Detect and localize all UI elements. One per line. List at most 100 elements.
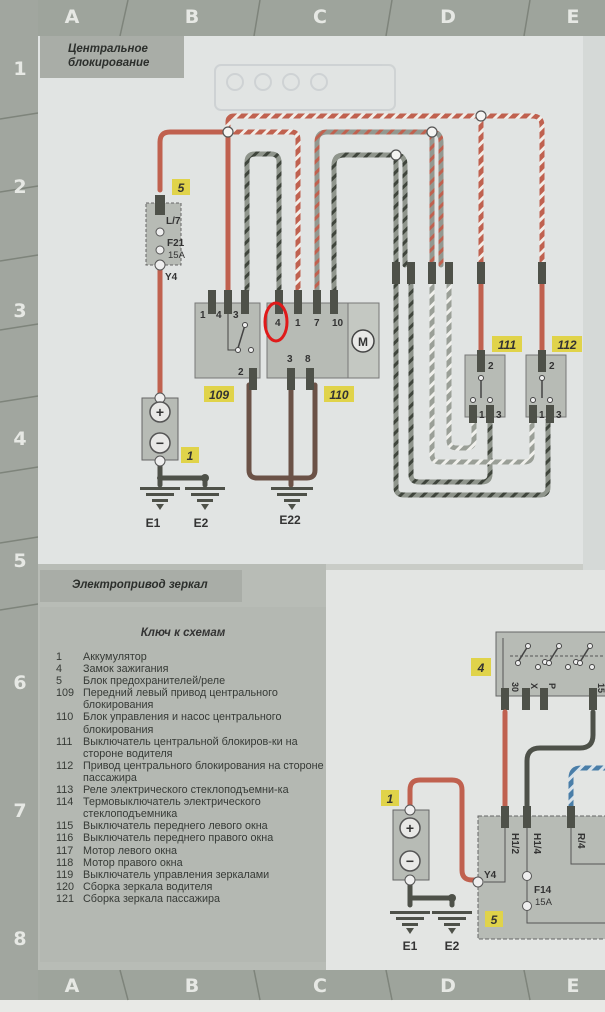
- wire-red-white-top-bus: [225, 113, 545, 268]
- column-label-a: A: [64, 6, 80, 28]
- fuse-f14-name: F14: [534, 885, 552, 896]
- wire-red-battery-to-y4: [407, 777, 481, 883]
- row-label-4: 4: [13, 428, 27, 450]
- label-badge-109: [204, 386, 234, 402]
- key-item-text: Блок управления и насос центрального бло…: [83, 711, 282, 736]
- connector-stubs-top: [392, 262, 546, 284]
- column-dividers: [119, 0, 531, 1001]
- svg-text:1: 1: [539, 410, 545, 421]
- row-label-3: 3: [13, 300, 27, 322]
- row-label-5: 5: [13, 550, 27, 572]
- wire-dark-loop-109-110: [244, 151, 282, 293]
- row-label-1: 1: [13, 58, 27, 80]
- key-item-number: 121: [56, 892, 75, 905]
- key-item-text: Мотор правого окна: [83, 856, 183, 869]
- key-item-text: Аккумулятор: [83, 651, 147, 663]
- ground-symbols-bottom: [390, 894, 472, 934]
- battery-minus-icon: [149, 432, 171, 454]
- section-title-mirrors-text: Электропривод зеркал: [72, 579, 208, 591]
- key-item-number: 4: [56, 663, 63, 676]
- column-label-b: B: [184, 6, 200, 28]
- key-item-text: Сборка зеркала водителя: [83, 880, 213, 893]
- row-label-6: 6: [13, 672, 27, 694]
- label-badge-5-bottom: [485, 911, 503, 927]
- label-112: 112: [557, 338, 576, 352]
- key-item-text: Выключатель управления зеркалами: [83, 868, 270, 881]
- svg-text:2: 2: [549, 361, 555, 372]
- battery-bottom: + − 1: [381, 790, 430, 886]
- highlight-ring-pin4: [263, 301, 289, 343]
- key-item-number: 115: [56, 820, 74, 833]
- ground-icon-e2-bottom: [432, 911, 472, 934]
- key-item: 4 Замок зажигания: [56, 663, 324, 675]
- label-109: 109: [209, 388, 229, 402]
- column-label-e: E: [566, 6, 580, 28]
- section-title-line2: блокирование: [68, 57, 150, 69]
- wires-top: [157, 113, 551, 498]
- frame-bottom-margin: [0, 1000, 605, 1012]
- svg-text:1: 1: [200, 310, 206, 321]
- label-1-bottom: 1: [387, 792, 394, 806]
- svg-text:4: 4: [275, 318, 281, 329]
- column-label-a-bottom: A: [64, 975, 80, 997]
- column-label-c-bottom: C: [313, 975, 327, 997]
- column-label-e-bottom: E: [566, 975, 580, 997]
- fuse-box-bottom: H1/2 H1/4 R/4 Y4 F14 15A 5: [472, 806, 605, 940]
- wire-red-fuse-feed: [157, 129, 231, 193]
- key-item-number: 111: [56, 735, 73, 748]
- fuse-terminal-bottom: Y4: [165, 272, 178, 283]
- battery-minus-icon-bottom: [399, 850, 421, 872]
- section-title-line1: Центральное: [68, 43, 148, 55]
- actuator-109: 1 4 3 2 109: [194, 290, 261, 402]
- key-item-text: Сборка зеркала пассажира: [83, 892, 220, 905]
- ground-label-e1: E1: [146, 516, 161, 530]
- key-item-text: Термовыключатель электрического стеклопо…: [83, 796, 261, 821]
- svg-text:2: 2: [488, 361, 494, 372]
- ground-label-e2: E2: [194, 516, 209, 530]
- column-label-d-bottom: D: [440, 975, 456, 997]
- svg-text:X: X: [529, 683, 539, 689]
- row-dividers: [0, 112, 39, 611]
- label-badge-4: [471, 658, 491, 676]
- wire-red-white-to-110-pin1: [231, 129, 301, 293]
- svg-text:+: +: [406, 820, 414, 836]
- label-badge-111: [492, 336, 522, 352]
- column-label-c: C: [313, 6, 327, 28]
- label-badge-1-bottom: [381, 790, 399, 806]
- svg-text:P: P: [547, 683, 557, 689]
- key-item-text: Замок зажигания: [83, 663, 169, 676]
- battery-label-badge: [181, 447, 199, 463]
- motor-icon: [351, 329, 375, 353]
- frame-left-band: [0, 0, 38, 1000]
- section-title-central-locking: Центральное блокирование: [40, 36, 184, 78]
- key-item-number: 112: [56, 759, 74, 772]
- label-badge-110: [324, 386, 354, 402]
- svg-text:M: M: [358, 335, 368, 349]
- svg-text:30: 30: [510, 682, 520, 692]
- row-label-2: 2: [13, 176, 27, 198]
- wire-gw-to-112-pin1: [429, 282, 535, 465]
- key-item-text: Реле электрического стеклоподъемни-ка: [83, 784, 289, 797]
- actuator-112: 2 1 3 112: [525, 336, 582, 423]
- key-item-number: 119: [56, 868, 74, 881]
- key-item-text: Блок предохранителей/реле: [83, 675, 226, 688]
- row-label-8: 8: [13, 928, 27, 950]
- battery-label: 1: [187, 449, 194, 463]
- wire-dg-to-111-pin3: [408, 282, 493, 485]
- ground-icon-e2: [185, 487, 225, 510]
- svg-text:1: 1: [479, 410, 485, 421]
- fuse-box-top: 5 L/7 F21 15A Y4: [145, 179, 190, 283]
- svg-text:3: 3: [496, 410, 502, 421]
- svg-text:R/4: R/4: [575, 833, 586, 849]
